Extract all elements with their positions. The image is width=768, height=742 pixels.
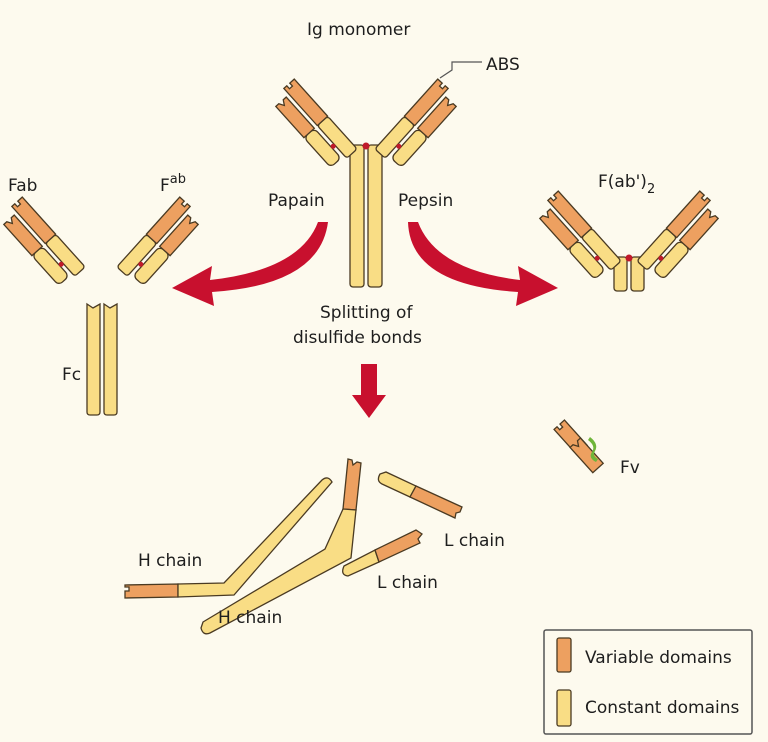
- label-h-chain-1: H chain: [138, 551, 202, 571]
- label-fv: Fv: [620, 458, 640, 478]
- label-l-chain-1: L chain: [444, 531, 505, 551]
- label-pepsin: Pepsin: [398, 191, 453, 211]
- h-chain-2: [200, 458, 362, 635]
- legend-label-constant: Constant domains: [585, 698, 739, 718]
- fc-fragment: [86, 302, 118, 416]
- l-chain-1: [377, 471, 463, 519]
- legend-swatch-constant: [556, 689, 572, 727]
- arrow-papain: [172, 222, 328, 306]
- label-abs: ABS: [486, 55, 520, 75]
- arrow-pepsin: [408, 222, 558, 306]
- abs-bracket: [439, 61, 482, 79]
- fab2-fragment: [533, 190, 725, 292]
- label-fab: Fab: [8, 176, 37, 196]
- arrow-down: [352, 364, 386, 418]
- h-chain-1: [124, 477, 333, 599]
- fv-fragment: [553, 419, 605, 474]
- fab-fragment-right: [116, 196, 205, 290]
- label-fab2: F(ab')2: [598, 172, 655, 197]
- fab-fragment-left: [0, 196, 86, 290]
- legend: Variable domains Constant domains: [543, 629, 753, 735]
- label-splitting-2: disulfide bonds: [293, 328, 422, 348]
- label-l-chain-2: L chain: [377, 573, 438, 593]
- label-splitting-1: Splitting of: [320, 303, 413, 323]
- legend-label-variable: Variable domains: [585, 648, 732, 668]
- label-fab-right: Fab: [160, 172, 186, 196]
- title-ig-monomer: Ig monomer: [307, 20, 410, 40]
- label-h-chain-2: H chain: [218, 608, 282, 628]
- label-papain: Papain: [268, 191, 325, 211]
- ig-monomer: [269, 78, 463, 288]
- legend-swatch-variable: [556, 637, 572, 673]
- label-fc: Fc: [62, 365, 81, 385]
- l-chain-2: [342, 529, 423, 577]
